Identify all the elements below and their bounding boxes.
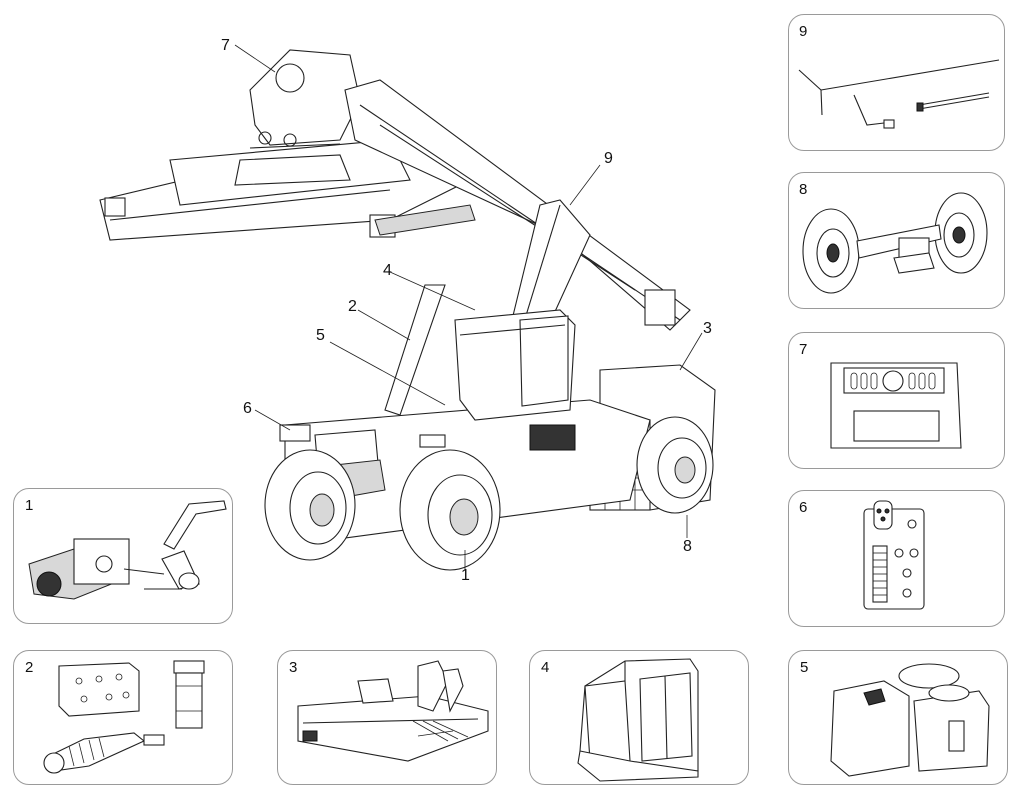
panel-9-tools: 9	[788, 14, 1005, 151]
panel-number: 5	[800, 659, 809, 676]
drive-axle-drawing	[802, 192, 988, 294]
panel-number: 9	[799, 23, 808, 40]
panel-4-cab: 4	[529, 650, 749, 785]
callout-2: 2	[348, 298, 357, 315]
counterweight-hood-drawing	[830, 663, 990, 777]
rear-wheel	[636, 416, 714, 514]
callout-6: 6	[243, 400, 252, 417]
front-wheel-right	[399, 449, 501, 571]
panel-5-counterweight-hood: 5	[788, 650, 1008, 785]
panel-1-powertrain: 1	[13, 488, 233, 624]
panel-number: 2	[25, 659, 34, 676]
panel-number: 1	[25, 497, 34, 514]
panel-number: 7	[799, 341, 808, 358]
callout-4: 4	[383, 262, 392, 279]
reach-stacker-drawing	[99, 44, 716, 571]
panel-number: 8	[799, 181, 808, 198]
panel-number: 4	[541, 659, 550, 676]
control-panel-drawing	[863, 500, 925, 610]
panel-number: 3	[289, 659, 298, 676]
callout-7: 7	[221, 37, 230, 54]
front-grille-drawing	[830, 362, 962, 449]
callout-3: 3	[703, 320, 712, 337]
panel-2-hydraulic-valves: 2	[13, 650, 233, 785]
chassis-frame-drawing	[297, 660, 489, 762]
reach-stacker-main-illustration	[90, 30, 730, 590]
panel-3-chassis-frame: 3	[277, 650, 497, 785]
hydraulic-valves-drawing	[43, 660, 205, 774]
powertrain-drawing	[28, 500, 227, 600]
panel-6-control-panel: 6	[788, 490, 1005, 627]
panel-number: 6	[799, 499, 808, 516]
callout-5: 5	[316, 327, 325, 344]
callout-9: 9	[604, 150, 613, 167]
cab-drawing	[577, 658, 699, 782]
tools-drawing	[798, 59, 1000, 129]
panel-8-drive-axle: 8	[788, 172, 1005, 309]
callout-8: 8	[683, 538, 692, 555]
front-wheel-left	[264, 449, 356, 561]
panel-7-front-grille: 7	[788, 332, 1005, 469]
callout-1: 1	[461, 567, 470, 584]
